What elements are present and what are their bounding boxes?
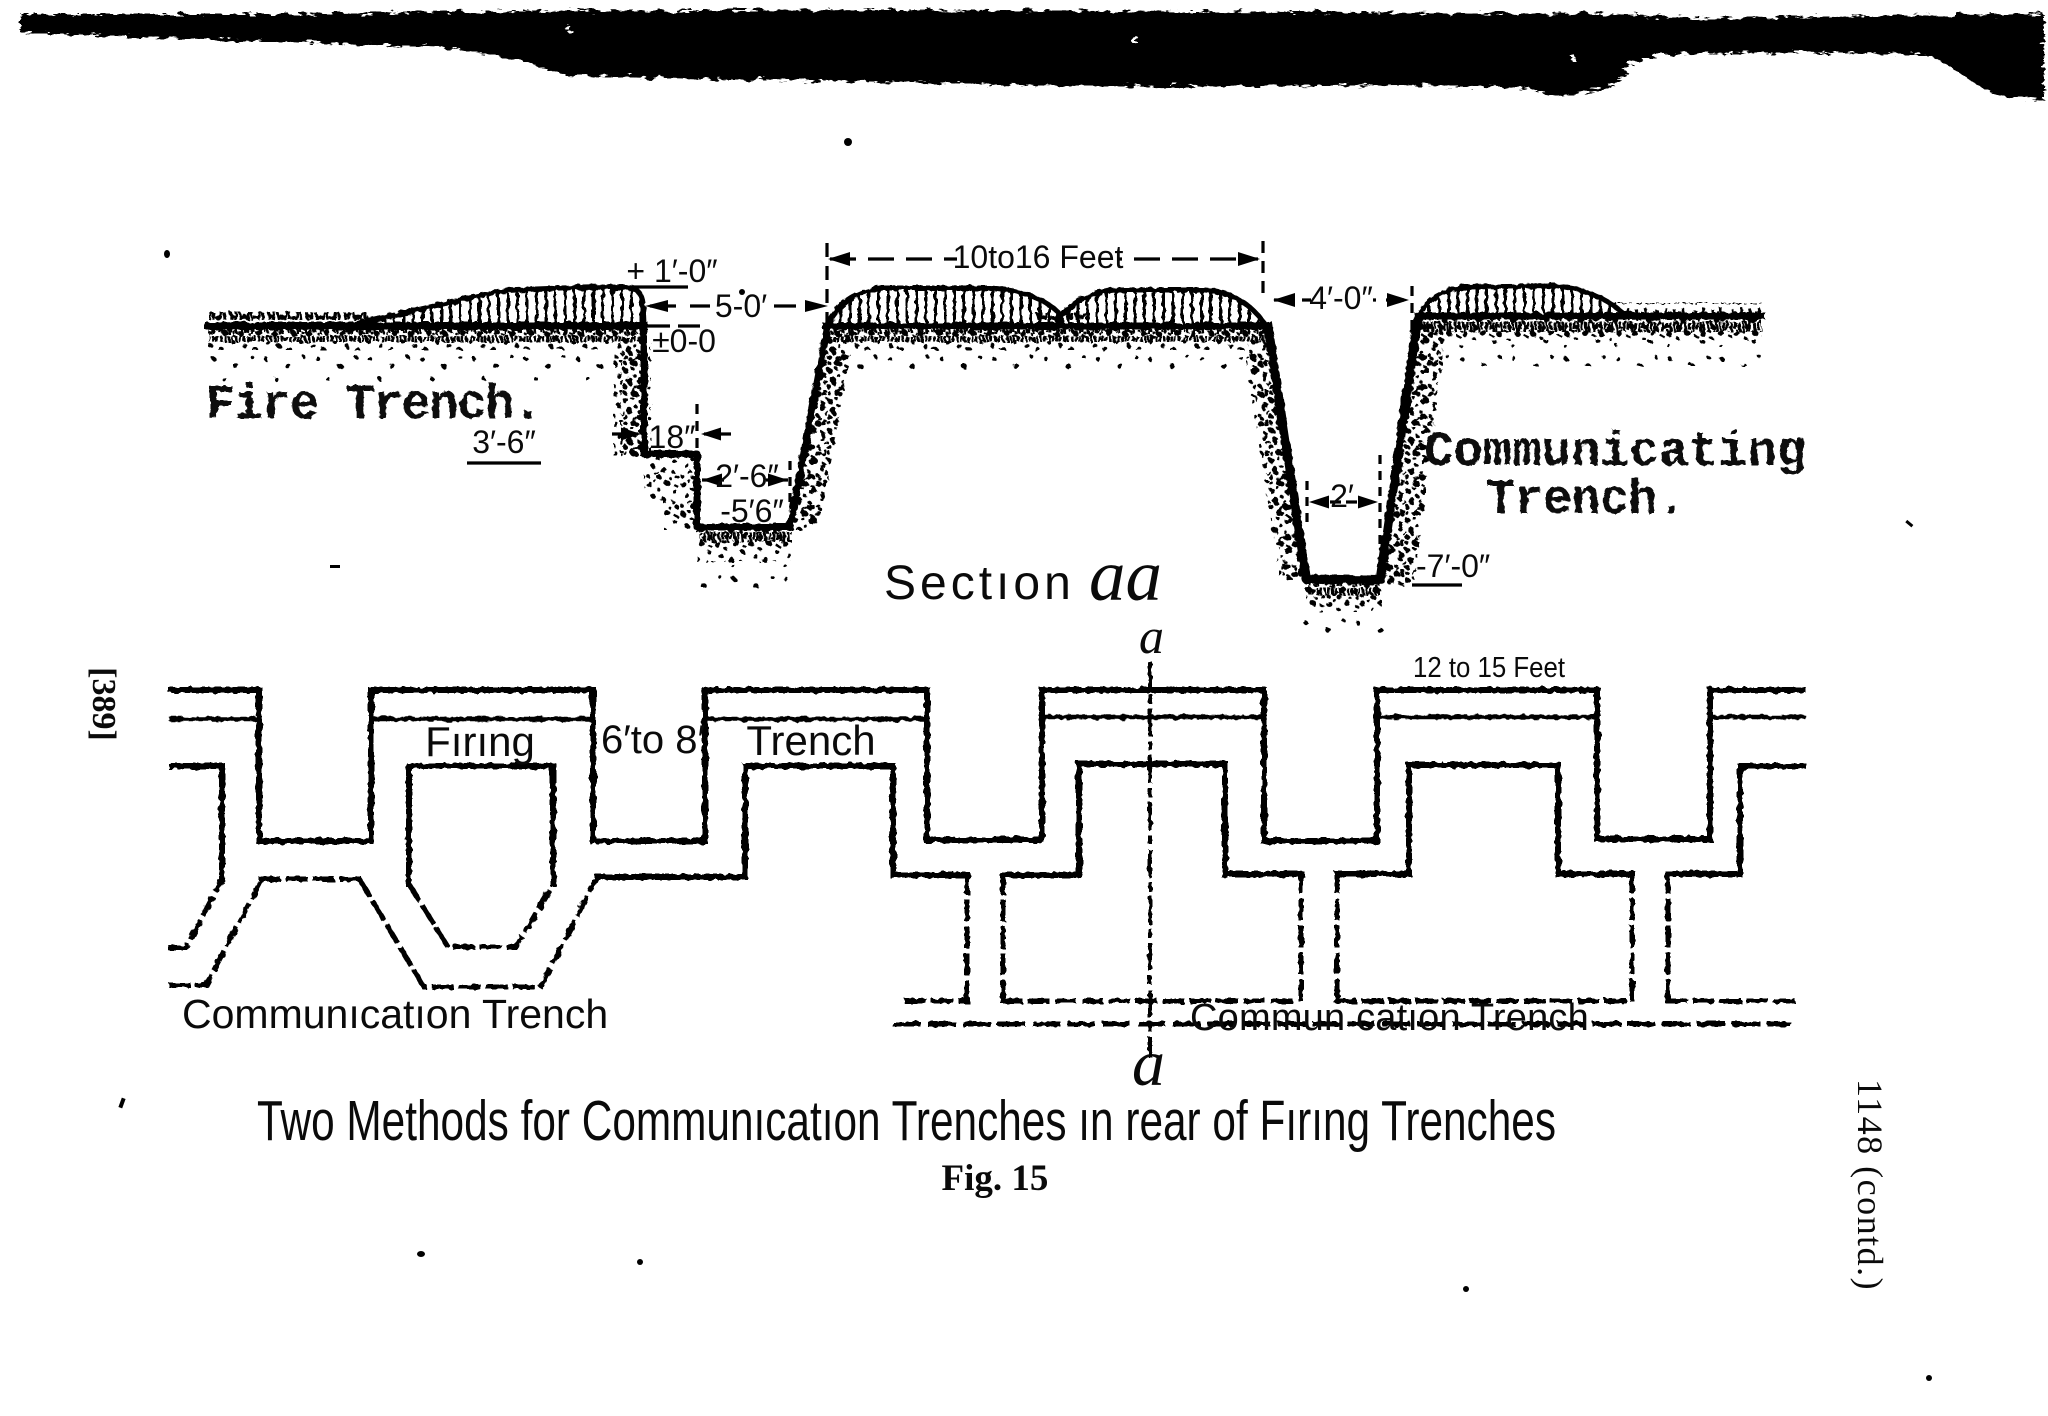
svg-text:Trench: Trench — [746, 717, 875, 764]
svg-text:Sectıon: Sectıon — [884, 557, 1075, 610]
svg-text:Fire Trench.: Fire Trench. — [206, 377, 541, 433]
svg-text:-7′-0″: -7′-0″ — [1416, 548, 1490, 584]
svg-text:12 to 15 Feet: 12 to 15 Feet — [1413, 652, 1565, 684]
svg-text:a: a — [1139, 608, 1164, 664]
svg-text:Trench.: Trench. — [1486, 472, 1685, 528]
svg-text:18″: 18″ — [649, 419, 696, 455]
svg-text:Two Methods for Communıcatıon: Two Methods for Communıcatıon Trenches ı… — [257, 1089, 1556, 1153]
svg-text:2′: 2′ — [1330, 478, 1354, 514]
svg-text:±0-0: ±0-0 — [652, 323, 716, 359]
svg-text:[389]: [389] — [85, 667, 122, 741]
svg-text:aa: aa — [1089, 535, 1162, 616]
svg-text:+ 1′-0″: + 1′-0″ — [626, 253, 717, 289]
svg-text:Communıcatıon Trench: Communıcatıon Trench — [182, 991, 608, 1037]
svg-text:-5′6″: -5′6″ — [720, 493, 784, 529]
svg-text:Commun catıon Trench: Commun catıon Trench — [1190, 997, 1589, 1039]
svg-text:2′-6″: 2′-6″ — [715, 458, 779, 494]
svg-text:3′-6″: 3′-6″ — [472, 424, 536, 460]
svg-text:1148 (contd.): 1148 (contd.) — [1850, 1079, 1890, 1291]
svg-text:6′to 8′: 6′to 8′ — [601, 718, 705, 762]
svg-text:Communicating: Communicating — [1424, 424, 1806, 480]
svg-text:Fırıng: Fırıng — [425, 718, 535, 765]
svg-text:4′-0″: 4′-0″ — [1309, 280, 1373, 316]
svg-text:10to16 Feet: 10to16 Feet — [953, 239, 1124, 275]
svg-text:Fig. 15: Fig. 15 — [942, 1158, 1049, 1199]
